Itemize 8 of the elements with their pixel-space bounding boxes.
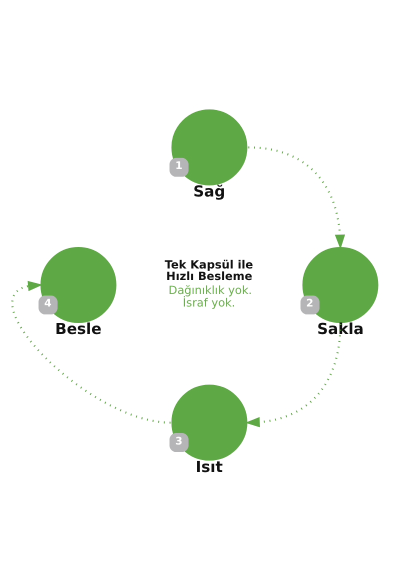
label: Dağınıklık yok. İsraf yok. xyxy=(168,283,252,310)
node-label: Sakla xyxy=(317,320,364,338)
arrow xyxy=(245,324,342,428)
arrow xyxy=(248,146,346,250)
arrow xyxy=(12,280,171,424)
node-label: Sağ xyxy=(193,182,226,201)
node-label: Besle xyxy=(55,320,102,338)
label: Tek Kapsül ile Hızlı Besleme xyxy=(164,257,254,283)
